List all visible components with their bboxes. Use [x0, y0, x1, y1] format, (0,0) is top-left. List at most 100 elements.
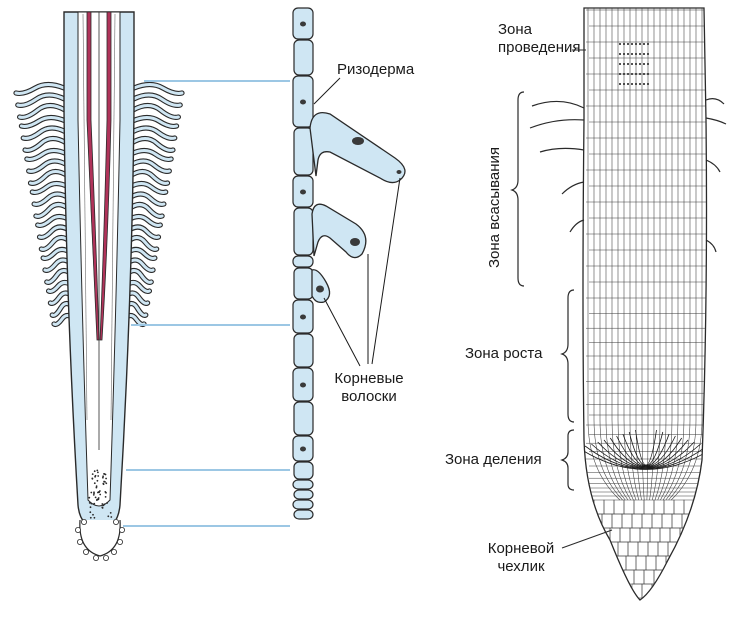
right-root-hair [705, 98, 725, 105]
cell-wall-vertical [665, 8, 691, 501]
conducting-dot [631, 73, 633, 75]
meristem-arc [635, 429, 657, 466]
meristem-dot [102, 504, 105, 507]
conducting-dot [619, 53, 621, 55]
meristem-dot [88, 502, 91, 504]
root-cap-cell [77, 539, 84, 546]
left-root-hair [21, 126, 68, 140]
left-root-hair [32, 192, 71, 206]
meristem-dot [93, 482, 96, 485]
cell-wall-vertical [662, 8, 685, 501]
left-root-hair [131, 104, 180, 119]
left-root-hair [38, 225, 72, 239]
meristem-dot [102, 475, 104, 478]
bracket-division [560, 429, 575, 491]
meristem-dot [104, 496, 107, 498]
conducting-dot [619, 73, 621, 75]
rhizoderm-cell [293, 127, 314, 176]
meristem-dot [97, 498, 100, 501]
meristem-dot [105, 482, 108, 485]
root-cap-cell [83, 549, 90, 556]
meristem-arc [597, 441, 695, 469]
left-root-hair [125, 236, 159, 251]
conducting-dot [639, 63, 641, 65]
root-hair-nucleus [350, 238, 360, 246]
left-root-hair [131, 116, 179, 128]
meristem-dot [89, 506, 92, 509]
left-root-hair [130, 126, 177, 140]
left-root-cap-cells [75, 519, 126, 562]
root-cap-cell [113, 519, 120, 526]
root-cap-cell [117, 539, 124, 546]
rhizoderm-cell [292, 479, 314, 490]
meristem-dot [97, 471, 99, 474]
left-root-hair [36, 215, 72, 227]
conducting-dot [619, 63, 621, 65]
left-root-hair [30, 182, 70, 194]
rhizoderm-cell [293, 267, 314, 300]
meristem-dot [91, 473, 94, 475]
meristem-dot [89, 511, 92, 514]
meristem-dot [102, 482, 105, 485]
cell-wall-vertical [587, 8, 621, 501]
meristem-dot [92, 494, 95, 496]
conducting-dot [627, 63, 629, 65]
rhizoderm-cell [293, 461, 314, 480]
conducting-dot [635, 53, 637, 55]
left-phloem-line [82, 13, 88, 421]
root-cap-cell [81, 519, 88, 526]
meristem-dot [105, 491, 107, 494]
conducting-dot [647, 83, 649, 85]
conducting-dot [619, 43, 621, 45]
label-root-cap-line1: Корневой [487, 540, 555, 557]
meristem-dot [95, 485, 98, 488]
conducting-dot [635, 73, 637, 75]
conducting-dot [643, 83, 645, 85]
root-cap-pointer [561, 529, 613, 549]
conducting-dot [627, 43, 629, 45]
left-root-hair [126, 215, 162, 227]
meristem-dot [103, 480, 105, 483]
root-cap-cell [703, 499, 707, 515]
conducting-dot [643, 63, 645, 65]
conducting-dot [623, 83, 625, 85]
left-root-hair [19, 116, 67, 128]
label-zone-absorption: Зона всасывания [486, 146, 503, 268]
cell-wall-vertical [671, 8, 703, 501]
middle-rhizoderm-column [292, 7, 406, 520]
root-hairs-pointer [323, 297, 361, 367]
meristem-arc [591, 443, 701, 469]
meristem-arc [584, 445, 707, 470]
rhizoderm-cells [292, 7, 314, 520]
conducting-dot [639, 73, 641, 75]
root-hair-medium [311, 203, 367, 259]
cell-nucleus [300, 446, 306, 452]
rhizoderm-cell [293, 489, 314, 500]
meristem-dot [101, 503, 104, 505]
left-root-hair [16, 93, 66, 107]
meristem-dot [101, 506, 104, 509]
conducting-dot [647, 63, 649, 65]
rhizoderm-cell [292, 499, 314, 510]
bracket-absorption [510, 91, 525, 287]
root-hairs-pointer [371, 177, 401, 365]
cell-wall-vertical [657, 8, 673, 501]
root-cap-cell [663, 569, 675, 585]
conducting-dot [635, 43, 637, 45]
left-root-hair [127, 203, 164, 218]
conducting-dot [631, 63, 633, 65]
meristem-dot [93, 502, 96, 505]
cell-nucleus [300, 314, 306, 320]
meristem-dot [97, 497, 100, 499]
conducting-dot [623, 73, 625, 75]
label-zone-conduction-line2: проведения [498, 39, 581, 56]
cell-nucleus [300, 99, 306, 105]
right-root-hair [705, 117, 727, 125]
left-meristem-dots [88, 469, 113, 519]
meristem-dot [94, 475, 96, 478]
meristem-dot [109, 512, 112, 514]
left-root-hair [132, 93, 182, 107]
left-root-cap [79, 519, 121, 557]
meristem-dot [93, 470, 96, 473]
cell-wall-vertical [635, 8, 642, 501]
